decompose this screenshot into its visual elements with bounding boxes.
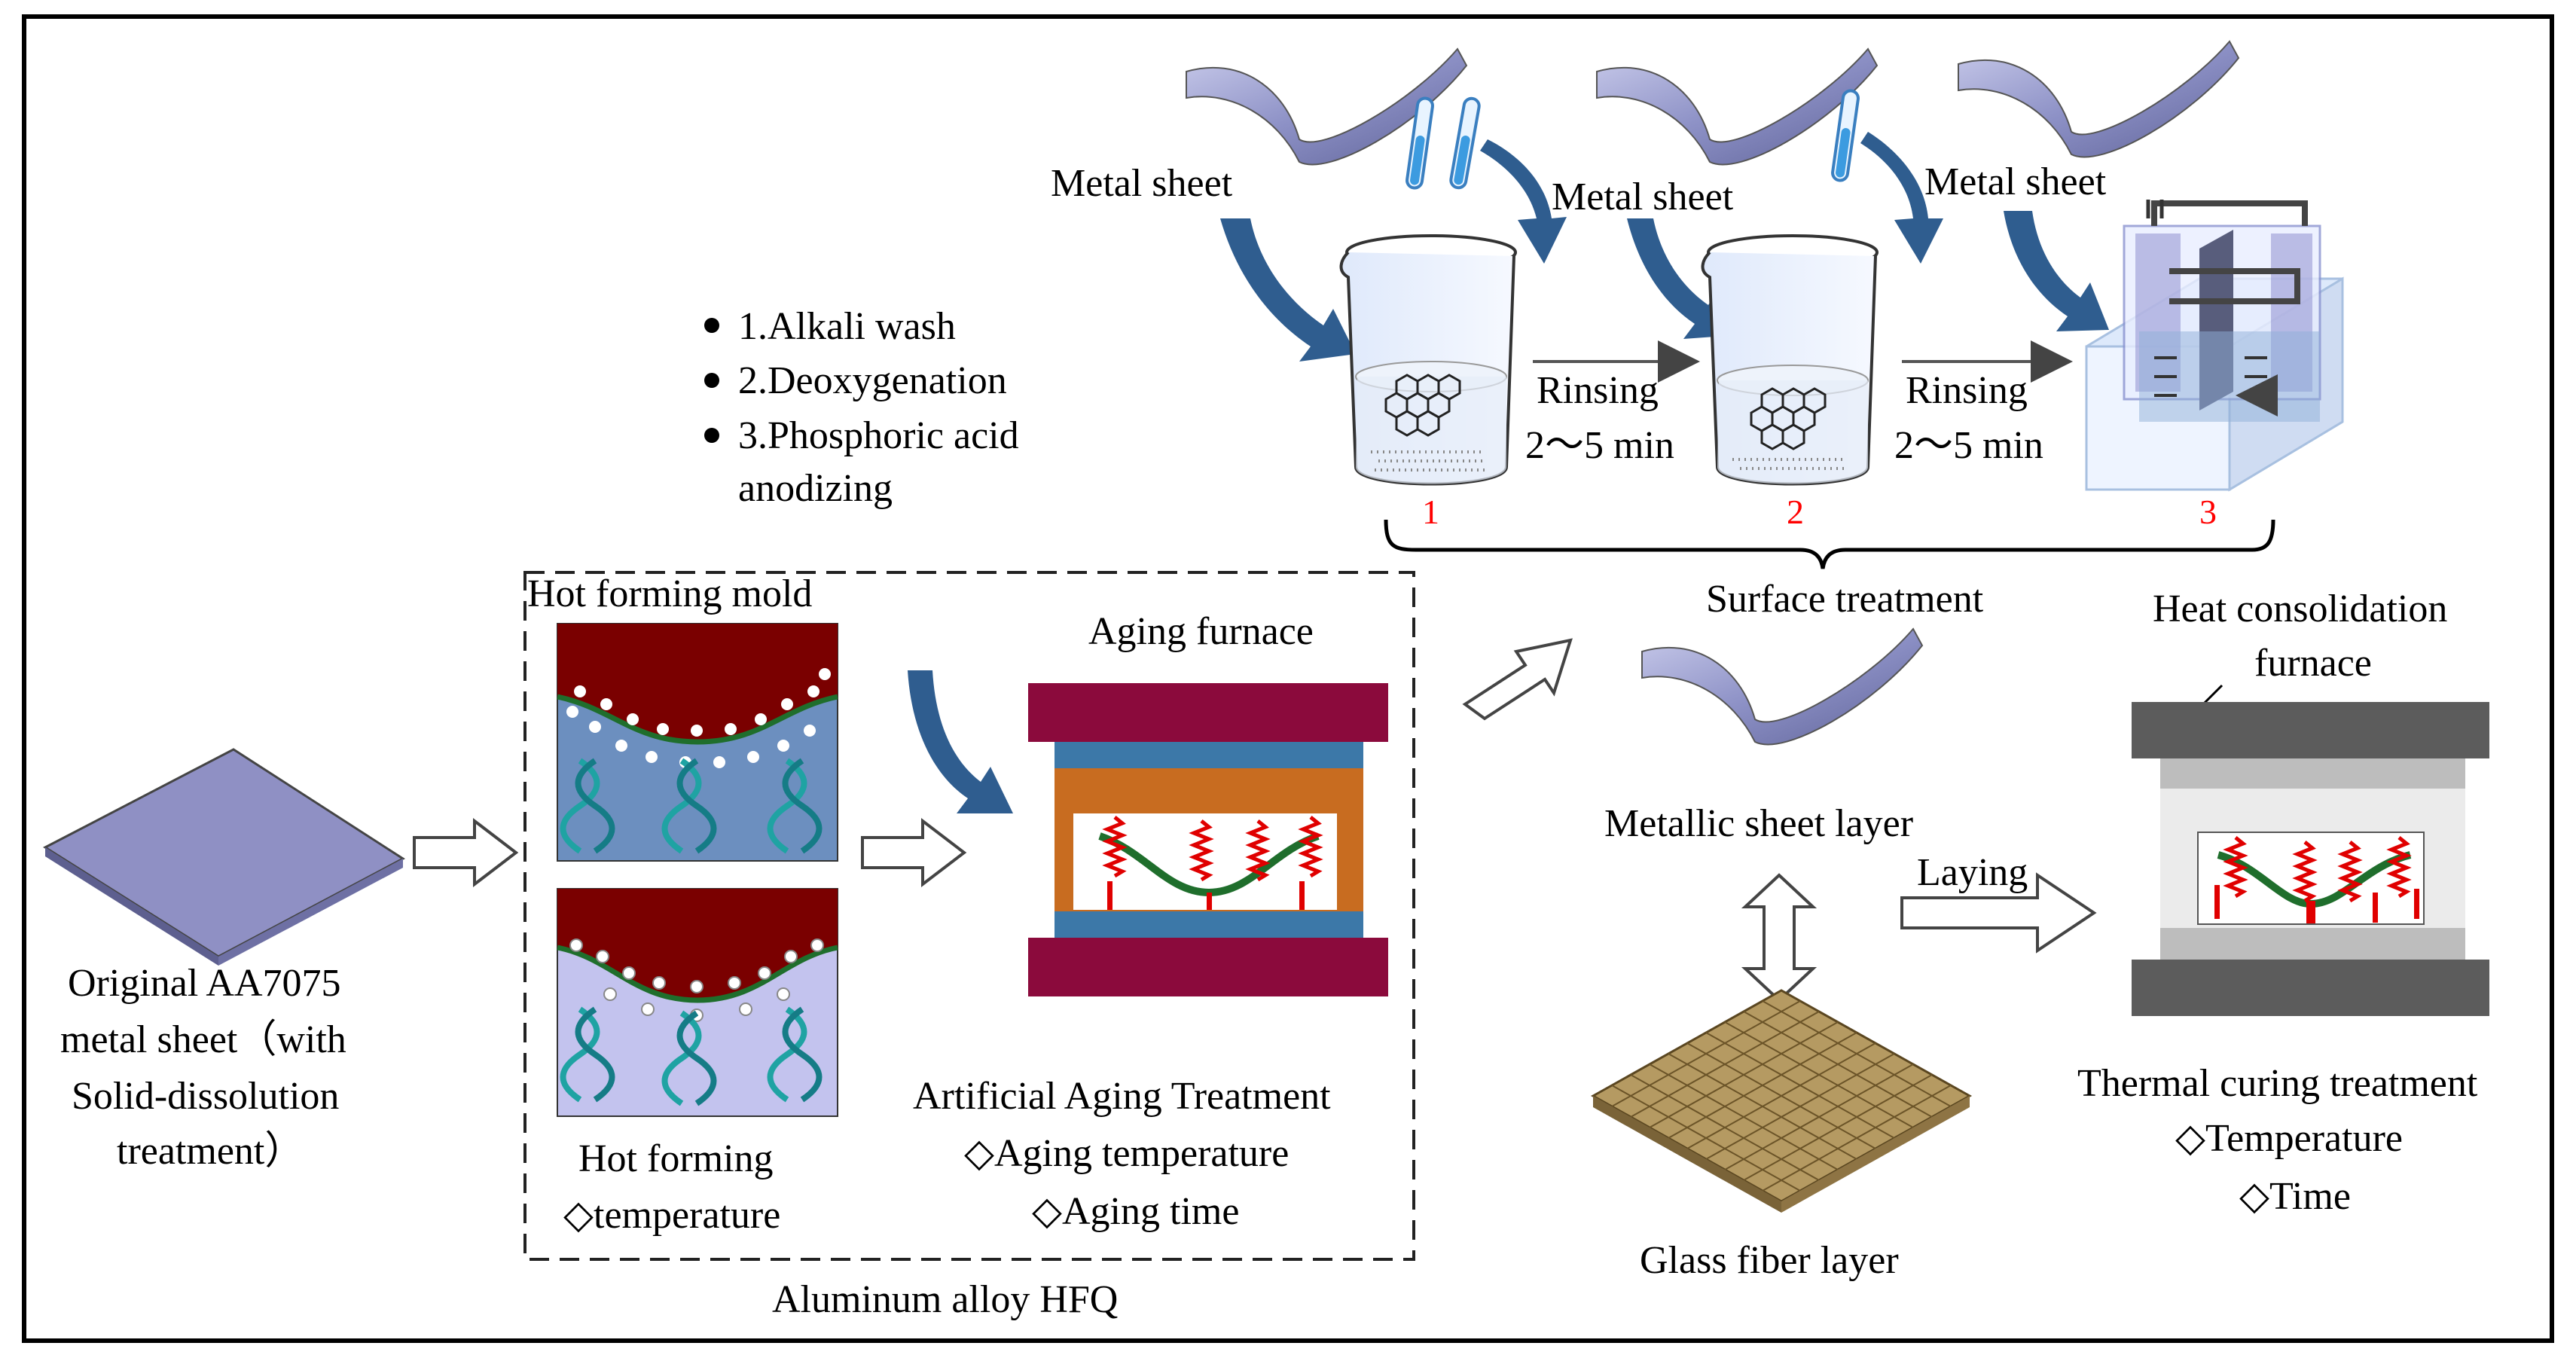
metal-sheet-label-2: Metal sheet xyxy=(1552,175,1734,218)
step-anodizing: anodizing xyxy=(738,467,893,510)
aging-param-temperature: ◇Aging temperature xyxy=(964,1132,1289,1175)
hot-forming-mold-1 xyxy=(557,623,838,862)
surface-treatment-section: Metal sheet Metal sheet Metal sheet xyxy=(704,41,2344,621)
curing-param-temperature: ◇Temperature xyxy=(2175,1117,2403,1160)
hot-forming-label: Hot forming xyxy=(578,1137,774,1180)
treatment-steps-list: 1.Alkali wash 2.Deoxygenation 3.Phosphor… xyxy=(704,305,1019,510)
aging-furnace-label: Aging furnace xyxy=(1088,610,1314,653)
curing-param-time: ◇Time xyxy=(2239,1175,2351,1218)
stage-number-2: 2 xyxy=(1787,493,1804,531)
glass-fiber-image xyxy=(1590,989,1973,1213)
metallic-sheet-layer-label: Metallic sheet layer xyxy=(1604,802,1913,845)
hfq-caption: Aluminum alloy HFQ xyxy=(772,1278,1118,1321)
rinsing-label-2: Rinsing xyxy=(1906,369,2028,412)
thermal-curing-label: Thermal curing treatment xyxy=(2077,1062,2478,1105)
heat-consolidation-furnace xyxy=(2132,702,2489,1016)
step-phosphoric-acid: 3.Phosphoric acid xyxy=(738,414,1019,457)
stage-number-3: 3 xyxy=(2199,493,2217,531)
rinsing-label-1: Rinsing xyxy=(1537,369,1659,412)
hollow-arrow-icon xyxy=(861,817,967,888)
laying-label: Laying xyxy=(1917,851,2028,894)
metal-sheet-label-1: Metal sheet xyxy=(1051,162,1233,205)
hollow-arrow-icon xyxy=(1900,872,2097,954)
original-label-line1: Original AA7075 xyxy=(68,962,341,1005)
surface-treatment-label: Surface treatment xyxy=(1706,578,1984,621)
rinsing-time-2: 2～5 min xyxy=(1894,424,2043,467)
hfq-dashed-frame xyxy=(523,571,1415,1261)
metal-sheet-label-3: Metal sheet xyxy=(1924,160,2107,203)
aging-furnace xyxy=(1028,683,1388,996)
beaker-2 xyxy=(1701,234,1879,486)
curved-arrow-icon xyxy=(1480,139,1567,264)
curing-section: Heat consolidation furnace Thermal curin… xyxy=(2077,587,2489,1218)
curved-arrow-icon xyxy=(1220,218,1356,362)
aging-param-time: ◇Aging time xyxy=(1032,1190,1239,1233)
heat-furnace-label-line1: Heat consolidation xyxy=(2153,587,2447,630)
hfq-section: Hot forming mold xyxy=(523,571,1415,1321)
stage-number-1: 1 xyxy=(1422,493,1439,531)
step-alkali-wash: 1.Alkali wash xyxy=(738,305,956,348)
step-deoxygenation: 2.Deoxygenation xyxy=(738,359,1007,402)
original-label-line3: Solid-dissolution xyxy=(72,1075,339,1118)
curved-arrow-icon xyxy=(1860,132,1943,264)
surface-treatment-brace xyxy=(1384,519,2275,569)
layers-section: Metallic sheet layer Laying Glass fiber … xyxy=(1590,628,2028,1282)
anodizing-tank xyxy=(2085,200,2344,492)
hot-forming-mold-title: Hot forming mold xyxy=(527,572,812,615)
original-label-line4: treatment） xyxy=(117,1130,304,1173)
curved-arrow-icon xyxy=(908,670,1013,813)
hollow-arrow-icon xyxy=(413,817,519,888)
heat-furnace-label-line2: furnace xyxy=(2254,642,2372,685)
curved-arrow-icon xyxy=(1627,218,1736,339)
glass-fiber-layer-label: Glass fiber layer xyxy=(1640,1239,1899,1282)
original-label-line2: metal sheet（with xyxy=(60,1018,346,1061)
hot-forming-param: ◇temperature xyxy=(563,1194,780,1237)
rinsing-time-1: 2～5 min xyxy=(1525,424,1674,467)
curved-arrow-icon xyxy=(2004,211,2109,331)
hollow-arrow-icon xyxy=(1462,638,1573,721)
hot-forming-mold-2 xyxy=(557,888,838,1117)
beaker-1 xyxy=(1339,234,1517,486)
aging-treatment-label: Artificial Aging Treatment xyxy=(913,1075,1331,1118)
original-sheet-section: Original AA7075 metal sheet（with Solid-d… xyxy=(42,748,405,1173)
